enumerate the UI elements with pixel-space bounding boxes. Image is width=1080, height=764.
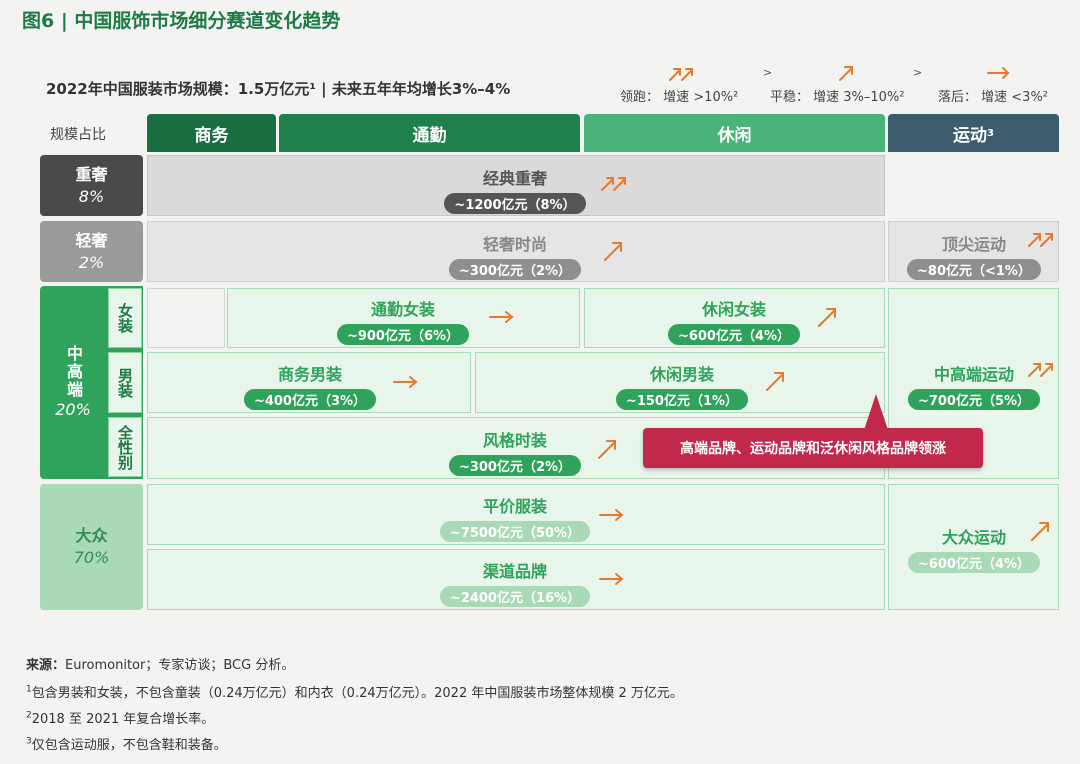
segment-commute-women: 通勤女装 ~900亿元（6%） [323, 296, 483, 345]
figure-title: 图6 | 中国服饰市场细分赛道变化趋势 [22, 10, 341, 32]
sublabel-women: 女装 [108, 288, 142, 348]
legend-lead-desc: 增速 >10%² [663, 90, 739, 105]
legend-stable-label: 平稳： [770, 90, 810, 105]
trend-up-arrow-icon [604, 242, 622, 261]
source-note: 来源：Euromonitor；专家访谈；BCG 分析。 [26, 658, 295, 673]
trend-flat-arrow-icon [393, 376, 418, 388]
cell-empty [147, 288, 225, 348]
segment-business-men: 商务男装 ~400亿元（3%） [230, 361, 390, 410]
legend-stable: 平稳： 增速 3%–10%² [770, 86, 905, 105]
legend-separator: > [913, 66, 923, 79]
segment-affordable-apparel: 平价服装 ~7500亿元（50%） [434, 493, 596, 542]
legend-up-arrow-icon [838, 64, 856, 82]
legend-flat-arrow-icon [986, 66, 1012, 80]
trend-flat-arrow-icon [489, 311, 514, 323]
segment-classic-luxury: 经典重奢 ~1200亿元（8%） [437, 165, 593, 214]
trend-double-arrow-icon [1028, 363, 1053, 377]
segment-mass-sport: 大众运动 ~600亿元（4%） [899, 524, 1049, 573]
trend-flat-arrow-icon [599, 573, 624, 585]
footnote-1: 1包含男装和女装，不包含童装（0.24万亿元）和内衣（0.24万亿元）。2022… [26, 684, 683, 701]
column-header-casual: 休闲 [584, 114, 885, 152]
trend-up-arrow-icon [598, 440, 616, 459]
cell-mass-sport [888, 484, 1059, 610]
legend-separator: > [763, 66, 773, 79]
legend-lead: 领跑： 增速 >10%² [620, 86, 738, 105]
legend-double-arrow-icon [668, 64, 698, 82]
legend-stable-desc: 增速 3%–10%² [813, 90, 905, 105]
callout-pointer [864, 394, 888, 430]
legend-lag-desc: 增速 <3%² [981, 90, 1049, 105]
market-size-subtitle: 2022年中国服装市场规模：1.5万亿元¹ | 未来五年年均增长3%–4% [46, 80, 511, 98]
trend-up-arrow-icon [818, 308, 836, 327]
segment-channel-brands: 渠道品牌 ~2400亿元（16%） [434, 558, 596, 607]
sublabel-men: 男装 [108, 352, 142, 413]
legend-lag: 落后： 增速 <3%² [938, 86, 1048, 105]
footnote-3: 3仅包含运动服，不包含鞋和装备。 [26, 736, 227, 753]
segment-style-fashion: 风格时装 ~300亿元（2%） [437, 427, 593, 476]
trend-up-arrow-icon [766, 372, 784, 391]
legend-lag-label: 落后： [938, 90, 978, 105]
trend-flat-arrow-icon [599, 509, 624, 521]
segment-mid-high-sport: 中高端运动 ~700亿元（5%） [899, 361, 1049, 410]
segment-top-sport: 顶尖运动 ~80亿元（<1%） [899, 231, 1049, 280]
segment-casual-men: 休闲男装 ~150亿元（1%） [602, 361, 762, 410]
column-header-business: 商务 [147, 114, 276, 152]
column-header-commute: 通勤 [279, 114, 580, 152]
trend-double-arrow-icon [601, 177, 626, 191]
scale-share-label: 规模占比 [50, 127, 106, 143]
segment-casual-women: 休闲女装 ~600亿元（4%） [654, 296, 814, 345]
legend-lead-label: 领跑： [620, 90, 660, 105]
segment-light-luxury: 轻奢时尚 ~300亿元（2%） [437, 231, 593, 280]
callout-leading-growth: 高端品牌、运动品牌和泛休闲风格品牌领涨 [643, 428, 983, 468]
trend-up-arrow-icon [1031, 522, 1049, 541]
sublabel-unisex: 全性别 [108, 417, 142, 477]
footnote-2: 22018 至 2021 年复合增长率。 [26, 710, 215, 727]
trend-double-arrow-icon [1028, 233, 1053, 247]
